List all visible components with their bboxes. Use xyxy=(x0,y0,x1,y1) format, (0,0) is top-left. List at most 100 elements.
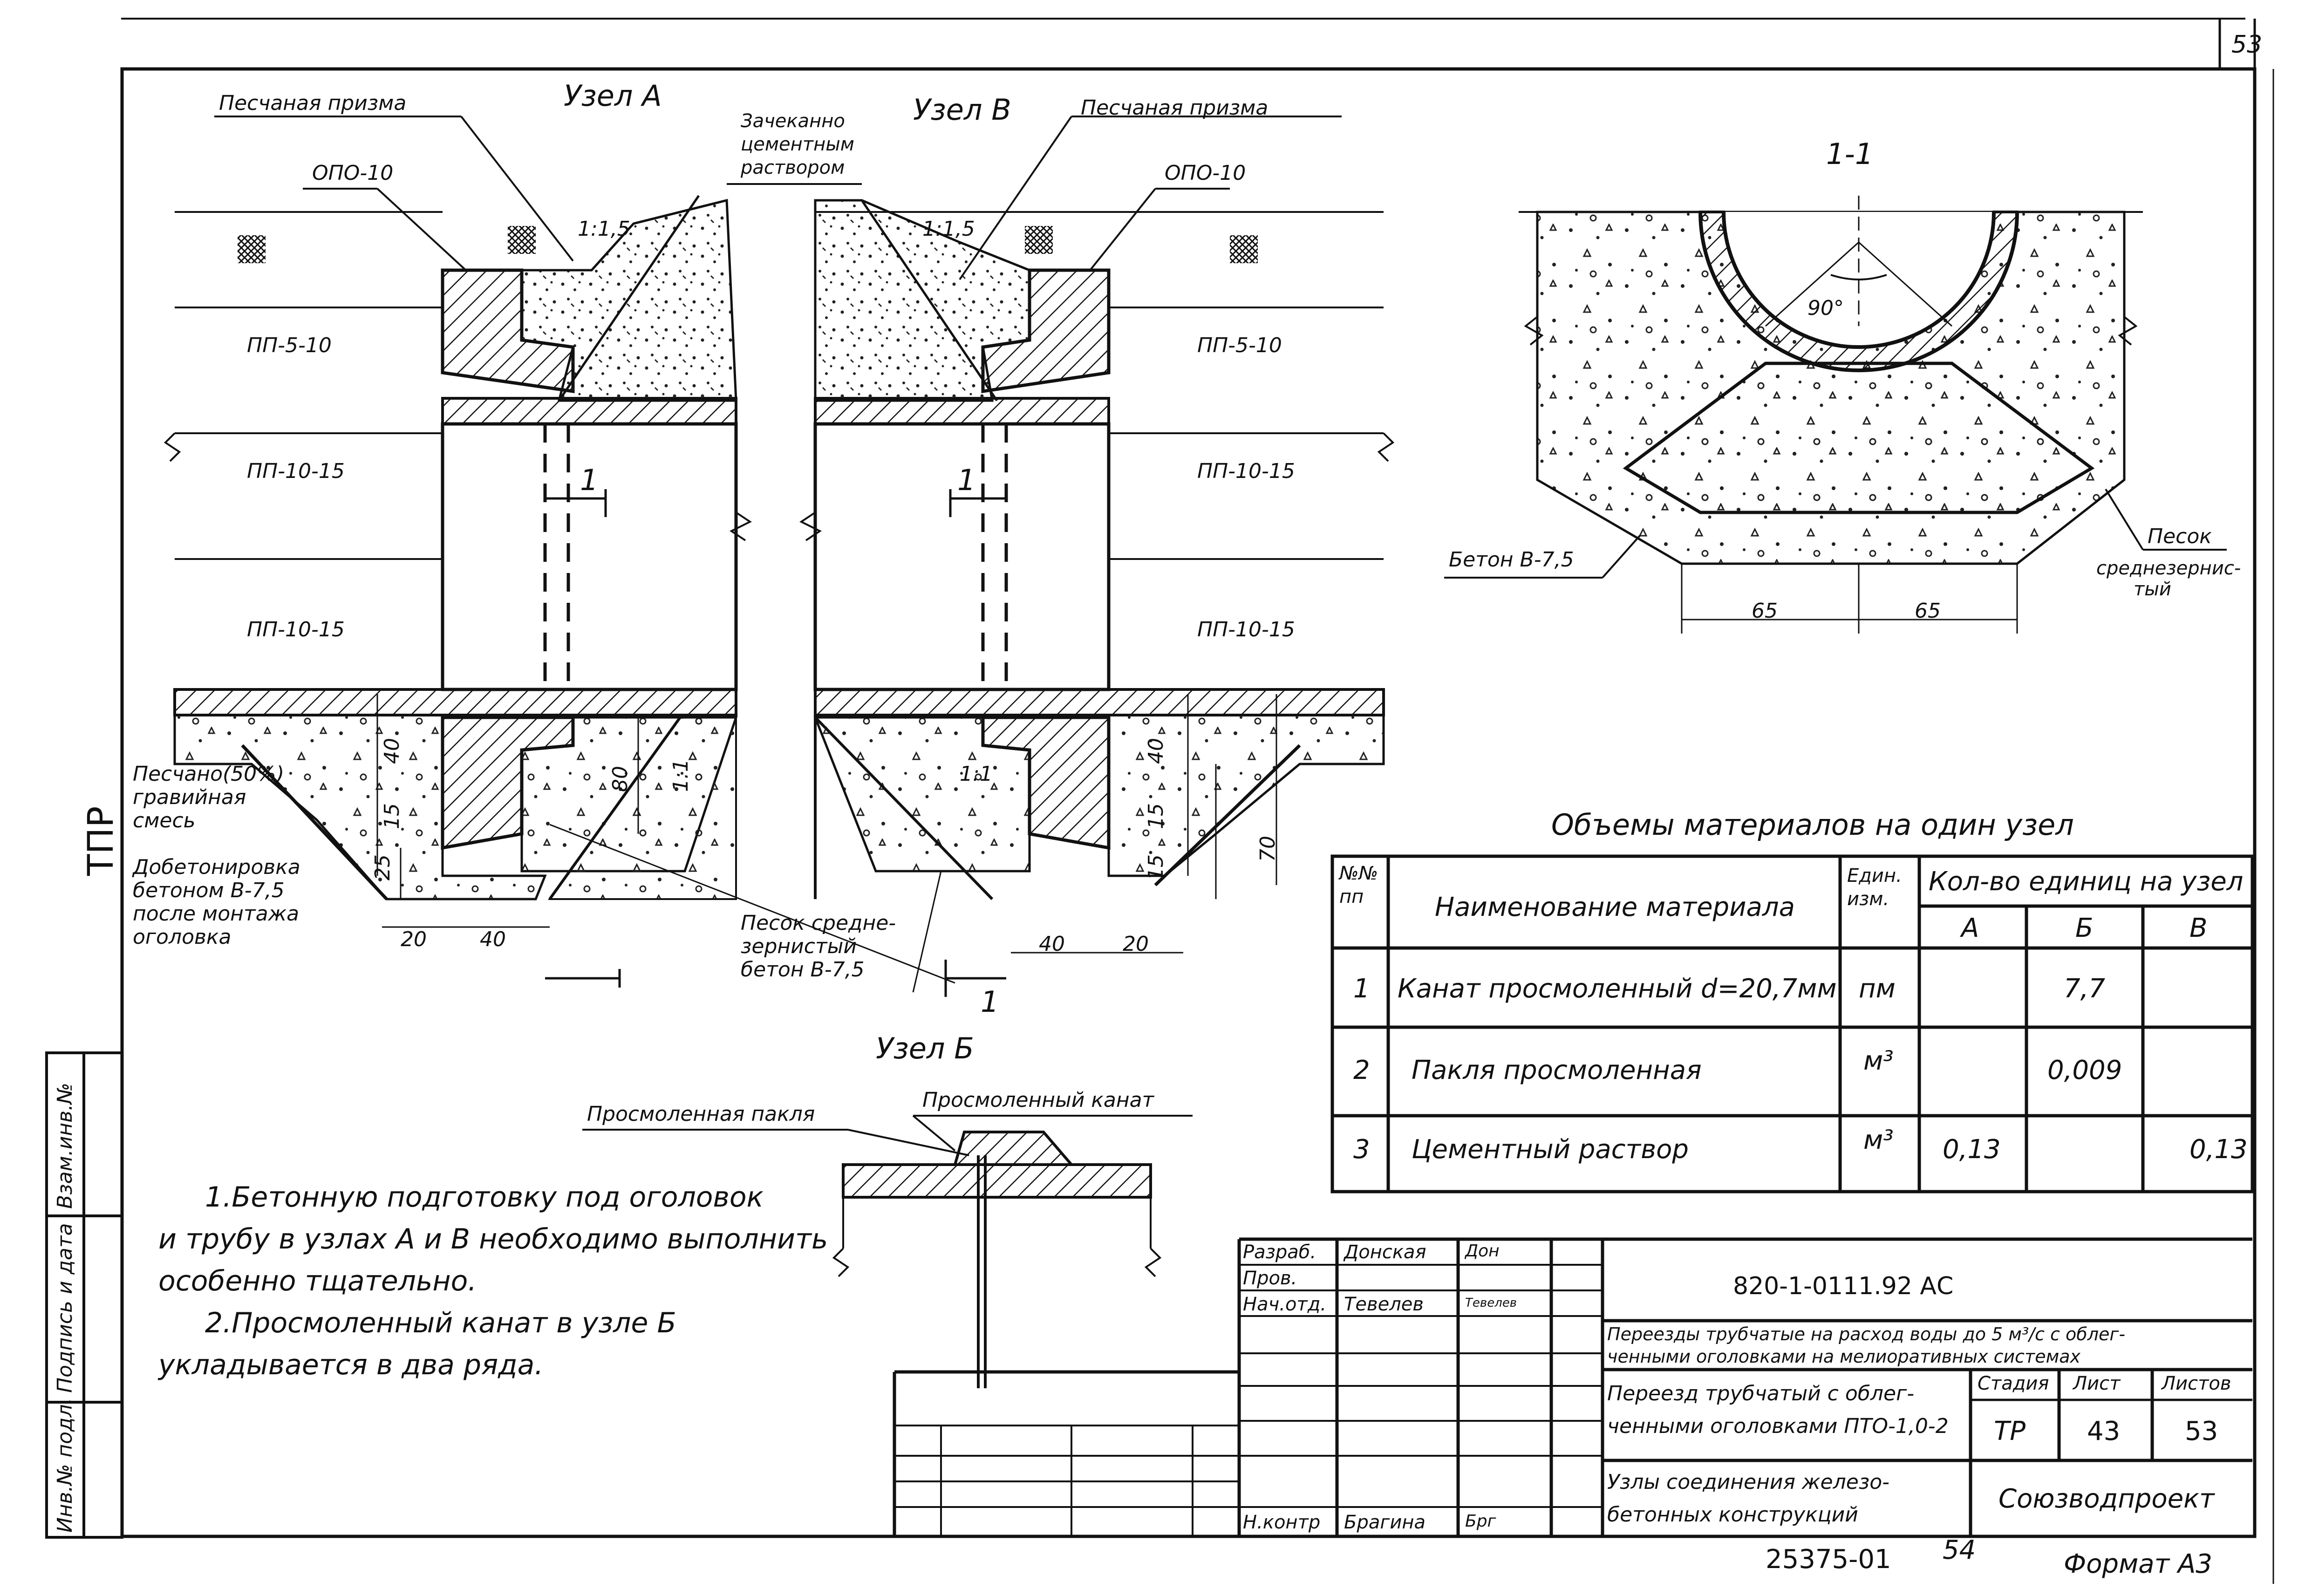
table-row-1-name: Канат просмоленный d=20,7мм xyxy=(1398,974,1837,1004)
tb-person-norm-control: Брагина xyxy=(1344,1512,1426,1533)
concreting-label-1: Добетонировка xyxy=(133,855,300,879)
table-col-a: А xyxy=(1961,913,1979,943)
table-row-3-name: Цементный раствор xyxy=(1412,1134,1689,1165)
sand-medium-label-2: зернистый xyxy=(741,934,857,958)
tb-role-norm-control: Н.контр xyxy=(1243,1512,1321,1533)
tb-sheet-label: Лист xyxy=(2073,1373,2121,1394)
pesok-section-label-2: среднезернис- xyxy=(2096,558,2241,579)
pp-10-15-label-d: ПП-10-15 xyxy=(1197,618,1295,641)
page-number: 53 xyxy=(2231,31,2263,59)
dim-40-right: 40 xyxy=(1144,738,1168,764)
dim-80: 80 xyxy=(608,766,632,792)
pp-10-15-label-c: ПП-10-15 xyxy=(247,618,345,641)
tb-signature-developer: Дон xyxy=(1465,1241,1500,1261)
section-title: 1-1 xyxy=(1826,137,1874,171)
node-b-title: Узел Б xyxy=(876,1031,974,1065)
pp-10-15-label-b: ПП-10-15 xyxy=(1197,459,1295,483)
table-row-1-num: 1 xyxy=(1353,974,1370,1004)
table-header-unit-2: изм. xyxy=(1847,888,1889,910)
concreting-label-4: оголовка xyxy=(133,925,232,949)
pp-10-15-label-a: ПП-10-15 xyxy=(247,459,345,483)
tb-project-2: ченными оголовками на мелиоративных сист… xyxy=(1607,1346,2081,1367)
tb-doc-code: 820-1-0111.92 АС xyxy=(1733,1272,1954,1300)
table-row-3-num: 3 xyxy=(1353,1134,1370,1165)
tb-content-title-1: Узлы соединения железо- xyxy=(1607,1470,1890,1494)
note-line-4: 2.Просмоленный канат в узле Б xyxy=(205,1307,676,1339)
stamp-inv-no: Инв.№ подл. xyxy=(53,1398,77,1533)
sheet-frame xyxy=(120,18,2274,1584)
sand-prism-right-label: Песчаная призма xyxy=(1081,96,1269,120)
note-line-1: 1.Бетонную подготовку под оголовок xyxy=(205,1181,764,1214)
node-a-title: Узел А xyxy=(564,79,662,113)
node-b-drawing xyxy=(582,1115,1193,1388)
opo-left-label: ОПО-10 xyxy=(312,161,394,185)
footer-inventory: 25375-01 xyxy=(1766,1544,1891,1575)
dim-25-left: 25 xyxy=(371,854,395,880)
table-row-1-unit: пм xyxy=(1859,974,1896,1004)
stamp-signature-date: Подпись и дата xyxy=(53,1223,77,1393)
caulk-label-2: цементным xyxy=(741,134,854,155)
table-row-2-b: 0,009 xyxy=(2047,1055,2122,1085)
sand-medium-label-3: бетон В-7,5 xyxy=(741,958,865,982)
tb-sheet: 43 xyxy=(2087,1416,2121,1446)
dim-1-1-right: 1:1 xyxy=(960,762,993,786)
dim-40-bottom-left: 40 xyxy=(480,928,506,951)
dim-65-right: 65 xyxy=(1915,599,1941,623)
section-mark-top-left: 1 xyxy=(580,463,599,497)
dim-1-1: 1:1 xyxy=(669,759,693,792)
section-mark-top-right: 1 xyxy=(957,463,976,497)
tb-stage-label: Стадия xyxy=(1978,1373,2049,1394)
dim-65-left: 65 xyxy=(1752,599,1778,623)
tb-person-developer: Донская xyxy=(1344,1241,1426,1263)
section-1-1-drawing xyxy=(1444,196,2227,634)
footer-page: 54 xyxy=(1943,1535,1976,1565)
pp-5-10-left-label: ПП-5-10 xyxy=(247,334,332,357)
opo-right-label: ОПО-10 xyxy=(1165,161,1246,185)
tb-project-1: Переезды трубчатые на расход воды до 5 м… xyxy=(1607,1324,2126,1344)
dim-15-right: 15 xyxy=(1144,803,1168,829)
tb-sheet-title-2: ченными оголовками ПТО-1,0-2 xyxy=(1607,1414,1949,1438)
note-line-5: укладывается в два ряда. xyxy=(158,1349,544,1381)
pesok-section-label-1: Песок xyxy=(2148,525,2212,548)
table-header-qty: Кол-во единиц на узел xyxy=(1929,866,2244,897)
table-row-3-a: 0,13 xyxy=(1943,1134,2001,1165)
stamp-replace-inv: Взам.инв.№ xyxy=(53,1083,77,1209)
dim-15-right-2: 15 xyxy=(1144,854,1168,880)
table-header-num-2: пп xyxy=(1339,886,1364,907)
footer-format: Формат А3 xyxy=(2064,1549,2212,1579)
pesok-section-label-3: тый xyxy=(2134,579,2171,600)
tb-signature-head: Тевелев xyxy=(1465,1296,1517,1310)
tarred-tow-label: Просмоленная пакля xyxy=(587,1102,815,1126)
caulk-label-3: раствором xyxy=(741,157,845,178)
section-mark-bottom: 1 xyxy=(981,985,999,1019)
table-row-3-unit: м³ xyxy=(1863,1125,1894,1155)
tb-sheet-title-1: Переезд трубчатый с облег- xyxy=(1607,1382,1915,1405)
dim-15-left: 15 xyxy=(380,803,404,829)
sand-medium-label-1: Песок средне- xyxy=(741,911,896,935)
side-stamp-strip xyxy=(45,1051,123,1539)
slope-right-label: 1:1,5 xyxy=(922,217,975,241)
tb-stage: ТР xyxy=(1994,1416,2026,1446)
slope-left-label: 1:1,5 xyxy=(578,217,630,241)
materials-table-grid xyxy=(1330,854,2254,1194)
tb-organization: Союзводпроект xyxy=(1998,1484,2215,1514)
table-row-2-num: 2 xyxy=(1353,1055,1370,1085)
dim-70: 70 xyxy=(1256,836,1280,862)
node-v-drawing xyxy=(799,116,1395,997)
node-v-title: Узел В xyxy=(913,93,1011,127)
angle-90-label: 90° xyxy=(1807,296,1844,320)
caulk-label-1: Зачеканно xyxy=(741,110,845,132)
sand-gravel-label-2: гравийная xyxy=(133,785,246,809)
tb-person-head: Тевелев xyxy=(1344,1294,1424,1315)
sand-gravel-label-3: смесь xyxy=(133,809,196,832)
table-header-unit-1: Един. xyxy=(1847,865,1902,887)
table-header-name: Наименование материала xyxy=(1435,892,1795,922)
note-line-3: особенно тщательно. xyxy=(158,1265,477,1297)
tb-role-checked: Пров. xyxy=(1243,1268,1297,1289)
node-a-drawing xyxy=(164,116,955,988)
table-col-v: В xyxy=(2189,913,2208,943)
table-title: Объемы материалов на один узел xyxy=(1551,808,2074,842)
table-row-3-v: 0,13 xyxy=(2189,1134,2248,1165)
dim-40-bottom-right: 40 xyxy=(1039,932,1065,956)
